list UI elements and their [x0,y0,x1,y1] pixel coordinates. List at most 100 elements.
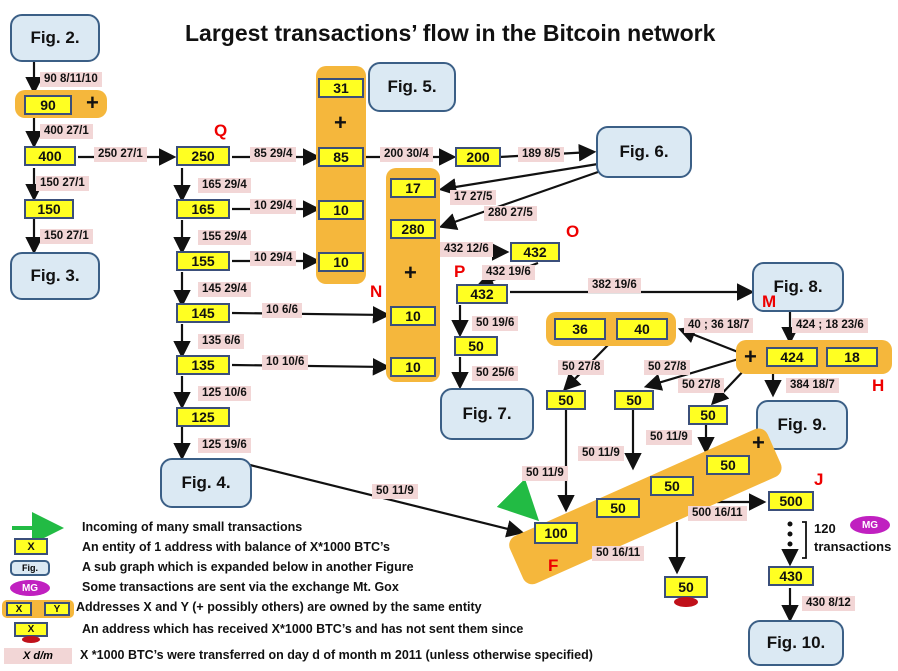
plus-sign: + [404,260,417,285]
address-box[interactable]: 50 [614,390,654,410]
transaction-label: 500 16/11 [688,506,747,521]
address-box[interactable]: 36 [554,318,606,340]
unspent-marker-icon [22,636,40,643]
address-box[interactable]: 250 [176,146,230,166]
legend-fig-icon: Fig. [10,560,50,576]
transaction-label: 280 27/5 [484,206,537,221]
address-box[interactable]: 85 [318,147,364,167]
legend-text: Incoming of many small transactions [82,520,303,534]
transaction-label: 50 27/8 [558,360,605,375]
address-box[interactable]: 100 [534,522,578,544]
transaction-label: 50 27/8 [644,360,691,375]
transaction-label: 424 ; 18 23/6 [792,318,868,333]
address-box[interactable]: 155 [176,251,230,271]
mtgox-badge: MG [850,516,890,534]
legend-mg-icon: MG [10,580,50,596]
transaction-label: 90 8/11/10 [40,72,102,87]
address-box[interactable]: 18 [826,347,878,367]
address-box[interactable]: 50 [546,390,586,410]
address-box[interactable]: 50 [454,336,498,356]
transaction-label: 40 ; 36 18/7 [684,318,754,333]
transaction-label: 50 16/11 [592,546,645,561]
address-box[interactable]: 430 [768,566,814,586]
legend-text: A sub graph which is expanded below in a… [82,560,414,574]
address-box[interactable]: 500 [768,491,814,511]
transaction-label: 50 19/6 [472,316,519,331]
address-box[interactable]: 150 [24,199,74,219]
plus-sign: + [744,344,757,369]
label-p: P [454,262,466,281]
transaction-label: 125 19/6 [198,438,251,453]
transaction-label: 10 10/6 [262,355,309,370]
fig-3-node[interactable]: Fig. 3. [10,252,100,300]
address-box[interactable]: 400 [24,146,76,166]
address-box[interactable]: 145 [176,303,230,323]
address-box[interactable]: 280 [390,219,436,239]
transaction-label: 50 11/9 [372,484,418,499]
address-box[interactable]: 31 [318,78,364,98]
transaction-label: 50 11/9 [578,446,624,461]
address-box[interactable]: 165 [176,199,230,219]
fig-7-node[interactable]: Fig. 7. [440,388,534,440]
legend-text: Addresses X and Y (+ possibly others) ar… [76,600,482,614]
address-box[interactable]: 200 [455,147,501,167]
label-q: Q [214,121,228,140]
transaction-label: 400 27/1 [40,124,93,139]
transaction-label: 50 11/9 [646,430,692,445]
fig-6-node[interactable]: Fig. 6. [596,126,692,178]
address-box[interactable]: 90 [24,95,72,115]
address-box[interactable]: 10 [318,252,364,272]
fig-4-node[interactable]: Fig. 4. [160,458,252,508]
address-box[interactable]: 17 [390,178,436,198]
transaction-label: 135 6/6 [198,334,245,349]
fig-2-node[interactable]: Fig. 2. [10,14,100,62]
transaction-label: 85 29/4 [250,147,297,162]
transaction-label: 382 19/6 [588,278,641,293]
legend-y-icon: Y [44,602,70,616]
transaction-label: 432 19/6 [482,265,535,280]
fig-8-node[interactable]: Fig. 8. [752,262,844,312]
transaction-label: 250 27/1 [94,147,147,162]
fig-10-node[interactable]: Fig. 10. [748,620,844,666]
address-box[interactable]: 10 [390,306,436,326]
address-box[interactable]: 50 [650,476,694,496]
label-j: J [814,470,824,489]
legend-x-icon: X [6,602,32,616]
transaction-label: 10 29/4 [250,199,297,214]
unspent-marker [674,597,698,607]
legend-unspent-icon: X [14,622,48,637]
transaction-label: 10 29/4 [250,251,297,266]
fig-5-node[interactable]: Fig. 5. [368,62,456,112]
transaction-label: 10 6/6 [262,303,302,318]
legend-text: An entity of 1 address with balance of X… [82,540,390,554]
legend-text: X *1000 BTC’s were transferred on day d … [80,648,593,662]
address-box[interactable]: 50 [596,498,640,518]
address-box-unspent[interactable]: 50 [664,576,708,598]
transactions-note: 120 transactions [814,521,892,554]
transaction-label: 125 10/6 [198,386,251,401]
legend-text: Some transactions are sent via the excha… [82,580,399,594]
address-box[interactable]: 135 [176,355,230,375]
transaction-label: 384 18/7 [786,378,839,393]
page-title: Largest transactions’ flow in the Bitcoi… [185,20,716,46]
label-m: M [762,292,777,311]
transaction-label: 145 29/4 [198,282,251,297]
address-box[interactable]: 424 [766,347,818,367]
transaction-label: 165 29/4 [198,178,251,193]
transaction-label: 189 8/5 [518,147,565,162]
transaction-label: 200 30/4 [380,147,433,162]
address-box[interactable]: 40 [616,318,668,340]
address-box[interactable]: 50 [688,405,728,425]
label-o: O [566,222,580,241]
address-box[interactable]: 10 [390,357,436,377]
address-box[interactable]: 10 [318,200,364,220]
entity-group-fig5 [316,66,366,284]
legend-transfer-icon: X d/m [4,648,72,664]
address-box[interactable]: 432 [456,284,508,304]
address-box[interactable]: 125 [176,407,230,427]
address-box[interactable]: 432 [510,242,560,262]
transaction-label: 430 8/12 [802,596,855,611]
plus-sign: + [334,110,347,135]
address-box[interactable]: 50 [706,455,750,475]
transaction-label: 17 27/5 [450,190,497,205]
